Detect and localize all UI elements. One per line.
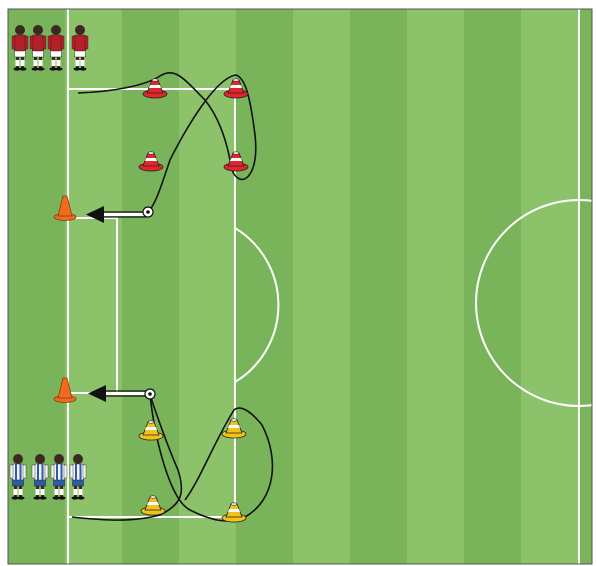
pitch-stripe (521, 9, 578, 564)
pitch-stripe (464, 9, 521, 564)
pitch-stripe (578, 9, 597, 564)
soccer-ball-icon (145, 389, 155, 399)
pitch-stripe (407, 9, 464, 564)
pitch-stripe (350, 9, 407, 564)
pitch-stripe (293, 9, 350, 564)
soccer-ball-icon (143, 207, 153, 217)
